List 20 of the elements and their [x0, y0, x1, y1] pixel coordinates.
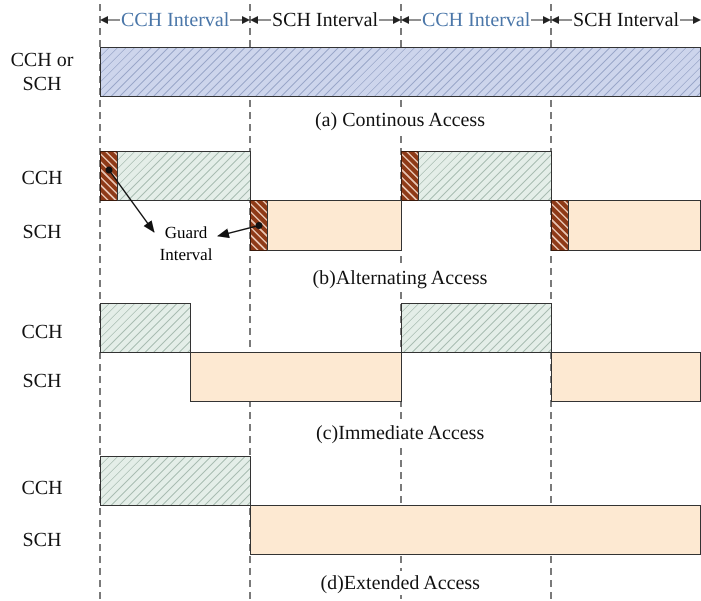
panel-caption: (c)Immediate Access: [315, 421, 486, 445]
cch-slot-bar: [401, 303, 552, 353]
sch-slot-bar: [250, 505, 701, 555]
leader-line: [217, 222, 262, 238]
cch-slot-bar: [117, 151, 251, 201]
channel-slot-bar: [100, 47, 701, 97]
cch-slot-bar: [100, 303, 191, 353]
annotation-text: Guard Interval: [158, 222, 214, 266]
sch-slot-bar: [551, 352, 701, 402]
panel-caption: (b)Alternating Access: [312, 266, 488, 290]
sch-slot-bar: [190, 352, 402, 402]
sch-slot-bar: [267, 200, 402, 251]
panel-caption: (d)Extended Access: [320, 571, 481, 595]
channel-label: CCH or SCH: [10, 48, 74, 96]
guard-interval-block: [551, 200, 569, 251]
leader-line: [106, 166, 155, 233]
sch-slot-bar: [568, 200, 701, 251]
cch-slot-bar: [100, 456, 251, 506]
guard-interval-block: [401, 151, 419, 201]
cch-slot-bar: [418, 151, 552, 201]
